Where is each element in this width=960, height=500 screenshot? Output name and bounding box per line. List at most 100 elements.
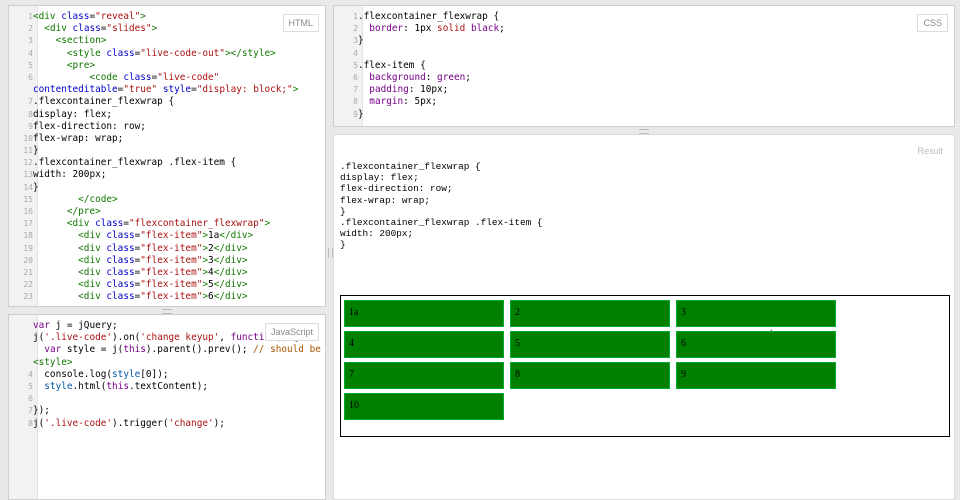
live-code-output[interactable]: .flexcontainer_flexwrap { display: flex;… xyxy=(340,161,543,251)
code-text: border: 1px solid black; xyxy=(369,23,505,35)
line-number: 5 xyxy=(353,60,358,70)
line-number: 9 xyxy=(353,109,358,119)
line-number: 7 xyxy=(28,97,33,107)
line-number: 9 xyxy=(28,121,33,131)
line-number: 20 xyxy=(23,255,33,265)
code-line[interactable]: 11} xyxy=(9,145,325,157)
javascript-editor-panel[interactable]: var j = jQuery;j('.live-code').on('chang… xyxy=(8,314,326,500)
line-number: 10 xyxy=(23,133,33,143)
result-panel[interactable]: Result .flexcontainer_flexwrap { display… xyxy=(333,134,955,500)
code-text: <pre> xyxy=(66,59,96,71)
line-number: 2 xyxy=(28,24,33,34)
javascript-panel-label: JavaScript xyxy=(264,323,319,341)
code-line[interactable]: 21 <div class="flex-item">4</div> xyxy=(9,267,325,279)
code-line[interactable]: 4 <style class="live-code-out"></style> xyxy=(9,48,325,60)
code-text: <div class="flex-item">2</div> xyxy=(78,242,248,254)
code-line[interactable]: 7.flexcontainer_flexwrap { xyxy=(9,96,325,108)
code-line[interactable]: 12.flexcontainer_flexwrap .flex-item { xyxy=(9,157,325,169)
line-number: 4 xyxy=(353,48,358,58)
code-line[interactable]: 7 padding: 10px; xyxy=(334,84,954,96)
code-line[interactable]: 4 xyxy=(334,48,954,60)
line-number: 8 xyxy=(28,109,33,119)
code-line[interactable]: 18 <div class="flex-item">1a</div> xyxy=(9,230,325,242)
line-number: 19 xyxy=(23,243,33,253)
resize-handle-vertical[interactable] xyxy=(328,248,333,258)
line-number: 5 xyxy=(28,381,33,391)
html-code-lines[interactable]: 1<div class="reveal">2 <div class="slide… xyxy=(9,11,325,304)
css-code-lines[interactable]: 1.flexcontainer_flexwrap {2 border: 1px … xyxy=(334,11,954,121)
resize-handle-html-js[interactable] xyxy=(162,309,172,314)
code-line[interactable]: 6 xyxy=(9,393,325,405)
code-text: } xyxy=(358,35,364,47)
code-text: contenteditable="true" style="display: b… xyxy=(33,84,299,96)
code-line[interactable]: 6 background: green; xyxy=(334,72,954,84)
code-line[interactable]: 5 style.html(this.textContent); xyxy=(9,381,325,393)
code-line[interactable]: 6 <code class="live-code" xyxy=(9,72,325,84)
code-line[interactable]: 1.flexcontainer_flexwrap { xyxy=(334,11,954,23)
code-line[interactable]: 19 <div class="flex-item">2</div> xyxy=(9,243,325,255)
code-line[interactable]: 2 <div class="slides"> xyxy=(9,23,325,35)
code-text: <div class="flex-item">3</div> xyxy=(78,254,248,266)
code-text: j('.live-code').trigger('change'); xyxy=(33,417,225,429)
code-line[interactable]: 17 <div class="flexcontainer_flexwrap"> xyxy=(9,218,325,230)
code-line[interactable]: 8 margin: 5px; xyxy=(334,96,954,108)
code-line[interactable]: 3} xyxy=(334,35,954,47)
css-editor-panel[interactable]: 1.flexcontainer_flexwrap {2 border: 1px … xyxy=(333,5,955,127)
code-line[interactable]: <style> xyxy=(9,357,325,369)
resize-handle-css-result[interactable] xyxy=(639,129,649,134)
code-text: flex-direction: row; xyxy=(33,120,146,132)
code-line[interactable]: 20 <div class="flex-item">3</div> xyxy=(9,255,325,267)
code-line[interactable]: 23 <div class="flex-item">6</div> xyxy=(9,291,325,303)
code-line[interactable]: 2 border: 1px solid black; xyxy=(334,23,954,35)
code-line[interactable]: 4 console.log(style[0]); xyxy=(9,369,325,381)
code-line[interactable]: 7}); xyxy=(9,405,325,417)
line-number: 17 xyxy=(23,219,33,229)
line-number: 1 xyxy=(353,12,358,21)
flex-item: 6 xyxy=(676,331,836,358)
line-number: 4 xyxy=(28,369,33,379)
code-text: display: flex; xyxy=(33,108,113,120)
line-number: 5 xyxy=(28,60,33,70)
code-line[interactable]: 1<div class="reveal"> xyxy=(9,11,325,23)
code-text: } xyxy=(33,145,39,157)
line-number: 12 xyxy=(23,158,33,168)
javascript-code-lines[interactable]: var j = jQuery;j('.live-code').on('chang… xyxy=(9,320,325,430)
flex-item: 8 xyxy=(510,362,670,389)
line-number: 22 xyxy=(23,280,33,290)
code-text: <div class="flex-item">1a</div> xyxy=(78,230,254,242)
flex-item: 3 xyxy=(676,300,836,327)
code-text: <style> xyxy=(33,356,73,368)
code-line[interactable]: 15 </code> xyxy=(9,194,325,206)
code-line[interactable]: var j = jQuery; xyxy=(9,320,325,332)
flex-item: 7 xyxy=(344,362,504,389)
line-number: 18 xyxy=(23,231,33,241)
code-text: console.log(style[0]); xyxy=(33,368,169,380)
html-editor-panel[interactable]: 1<div class="reveal">2 <div class="slide… xyxy=(8,5,326,307)
code-line[interactable]: contenteditable="true" style="display: b… xyxy=(9,84,325,96)
flex-item: 10 xyxy=(344,393,504,420)
code-text: </code> xyxy=(78,193,118,205)
code-text: } xyxy=(358,108,364,120)
code-text: margin: 5px; xyxy=(369,96,438,108)
code-text: <div class="flex-item">6</div> xyxy=(78,291,248,303)
code-text: background: green; xyxy=(369,71,471,83)
code-text: .flexcontainer_flexwrap { xyxy=(358,11,500,22)
code-line[interactable]: 22 <div class="flex-item">5</div> xyxy=(9,279,325,291)
code-line[interactable]: var style = j(this).parent().prev(); // … xyxy=(9,344,325,356)
code-text: var style = j(this).parent().prev(); // … xyxy=(44,344,321,356)
code-line[interactable]: 3 <section> xyxy=(9,35,325,47)
code-line[interactable]: 16 </pre> xyxy=(9,206,325,218)
line-number: 3 xyxy=(353,36,358,46)
code-line[interactable]: 5.flex-item { xyxy=(334,60,954,72)
line-number: 6 xyxy=(353,72,358,82)
code-text: var j = jQuery; xyxy=(33,320,118,331)
line-number: 14 xyxy=(23,182,33,192)
code-line[interactable]: 14} xyxy=(9,182,325,194)
code-line[interactable]: 9} xyxy=(334,109,954,121)
code-line[interactable]: 5 <pre> xyxy=(9,60,325,72)
